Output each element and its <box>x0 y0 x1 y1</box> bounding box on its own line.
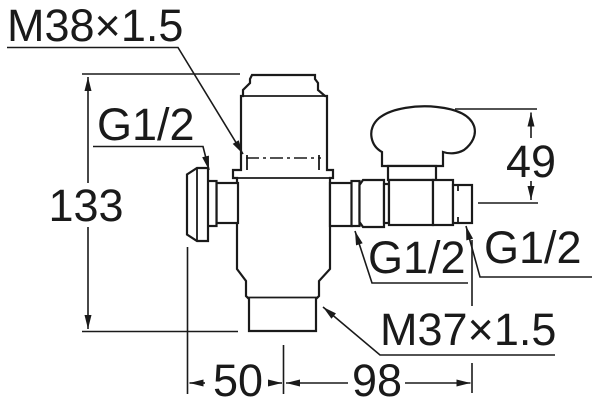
outlet-pipe-stub <box>328 181 354 228</box>
leader-right-outlet-thread <box>465 225 592 278</box>
handle-knob <box>370 105 476 168</box>
label-inlet-thread: G1/2 <box>97 99 195 150</box>
stop-valve-hex <box>431 178 455 227</box>
leader-bottom-thread <box>322 306 555 356</box>
label-overall-height: 133 <box>48 180 123 231</box>
inlet-pipe <box>215 181 240 225</box>
leader-top-thread <box>7 46 244 155</box>
coupling-nut <box>358 178 386 229</box>
flush-valve-body <box>231 73 335 333</box>
label-inlet-offset: 50 <box>213 355 263 406</box>
label-handle-height: 49 <box>506 136 556 187</box>
outlet-mid-thread <box>350 179 361 228</box>
outlet-spigot <box>451 183 474 225</box>
label-outlet-length: 98 <box>352 355 402 406</box>
label-bottom-thread: M37×1.5 <box>380 304 556 355</box>
leader-inlet-thread <box>93 145 210 171</box>
label-top-thread: M38×1.5 <box>7 0 183 51</box>
handle-stem <box>386 164 438 182</box>
label-mid-outlet-thread: G1/2 <box>368 232 466 283</box>
stop-valve-body <box>387 178 435 227</box>
label-right-outlet-thread: G1/2 <box>484 222 582 273</box>
leader-mid-outlet-thread <box>354 230 468 284</box>
